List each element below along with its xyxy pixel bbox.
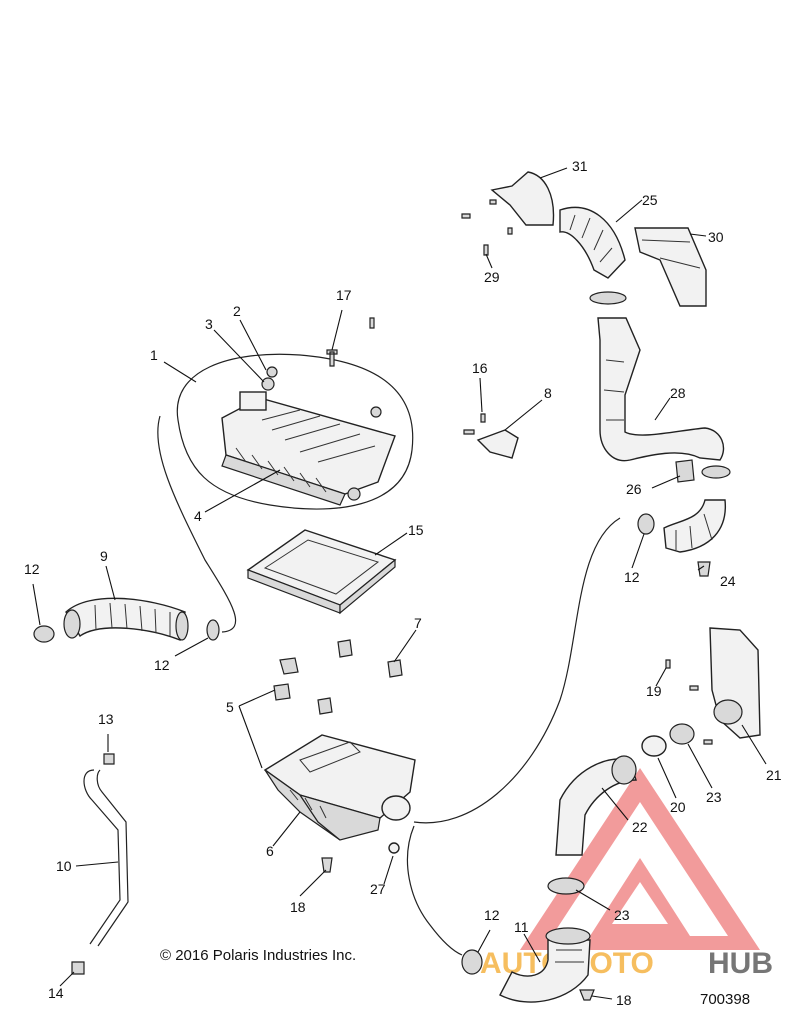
airbox-base [263,734,416,841]
tube-28 [597,317,725,462]
callout-10: 10 [56,858,72,874]
callout-18-a: 18 [290,899,306,915]
callout-27: 27 [370,881,386,897]
screws-29 [461,199,513,256]
hose-link-left [157,415,237,633]
callout-31: 31 [572,158,588,174]
callout-12-d: 12 [484,907,500,923]
callout-6: 6 [266,843,274,859]
screw-16 [480,413,486,423]
hose-link-bottom [406,825,463,956]
callout-7: 7 [414,615,422,631]
clamp-top [589,291,627,305]
callout-23-b: 23 [614,907,630,923]
callout-14: 14 [48,985,64,1001]
bracket-8 [476,429,519,459]
screw-19 [665,659,671,669]
tube-11 [499,927,591,1003]
clamp-23-lower [547,877,585,895]
callout-8: 8 [544,385,552,401]
callout-12-c: 12 [624,569,640,585]
callout-24: 24 [720,573,736,589]
callout-13: 13 [98,711,114,727]
breather-tube-10 [83,769,129,947]
screw-16b [463,429,475,435]
callout-16: 16 [472,360,488,376]
clamp-12-right [637,513,655,535]
callout-26: 26 [626,481,642,497]
hose-link-right [413,517,621,824]
elbow-25 [559,206,626,279]
callout-11: 11 [514,919,529,935]
callout-12-b: 12 [154,657,170,673]
clips [273,639,403,715]
coupler-20 [641,735,667,757]
grommet-3 [261,377,275,391]
callout-30: 30 [708,229,724,245]
shield-31 [490,171,555,226]
cover-assembly-outline [176,353,414,510]
airbox-cover [221,391,396,506]
callout-5: 5 [226,699,234,715]
screw-19b [689,685,699,691]
grommet-bottom [347,487,361,501]
grommet-right-top [370,406,382,418]
leader-lines [32,167,767,1000]
callout-3: 3 [205,316,213,332]
clamp-14 [71,961,85,975]
watermark-logo [520,768,760,950]
callout-17: 17 [336,287,352,303]
screw-17b [369,317,375,329]
fastener-18-left [321,857,333,873]
washer-27 [388,842,400,854]
watermark-text-hub: HUB [708,947,773,980]
callout-23-a: 23 [706,789,722,805]
clamp-26b [701,465,731,479]
clip-26 [675,459,695,483]
fastener-18-right [579,989,595,1001]
intake-tube-9 [63,597,189,641]
cap-24 [697,561,711,577]
clamp-12-left [33,625,55,643]
callout-28: 28 [670,385,686,401]
callout-2: 2 [233,303,241,319]
clamp-23-top [669,723,695,745]
housing-21-port [713,699,743,725]
reference-number: 700398 [700,991,750,1008]
air-filter [246,529,397,615]
grommet-2 [266,366,278,378]
callout-1: 1 [150,347,158,363]
callout-21: 21 [766,767,782,783]
callout-18-b: 18 [616,992,632,1008]
clamp-13 [103,753,115,765]
callout-9: 9 [100,548,108,564]
callout-20: 20 [670,799,686,815]
callout-22: 22 [632,819,648,835]
elbow-right [663,499,726,553]
clamp-12-lower [461,949,483,975]
callout-19: 19 [646,683,662,699]
clamp-12-mid [206,619,220,641]
callout-12-a: 12 [24,561,40,577]
callout-25: 25 [642,192,658,208]
screw-17 [326,349,338,367]
duct-30 [634,227,707,307]
callout-4: 4 [194,508,202,524]
copyright-notice: © 2016 Polaris Industries Inc. [160,947,356,964]
screw-23 [703,739,713,745]
callout-15: 15 [408,522,424,538]
tube-22 [555,755,637,856]
callout-numbers: 1 2 3 4 5 6 7 8 9 10 11 12 12 12 12 13 1… [24,158,782,1008]
callout-29: 29 [484,269,500,285]
